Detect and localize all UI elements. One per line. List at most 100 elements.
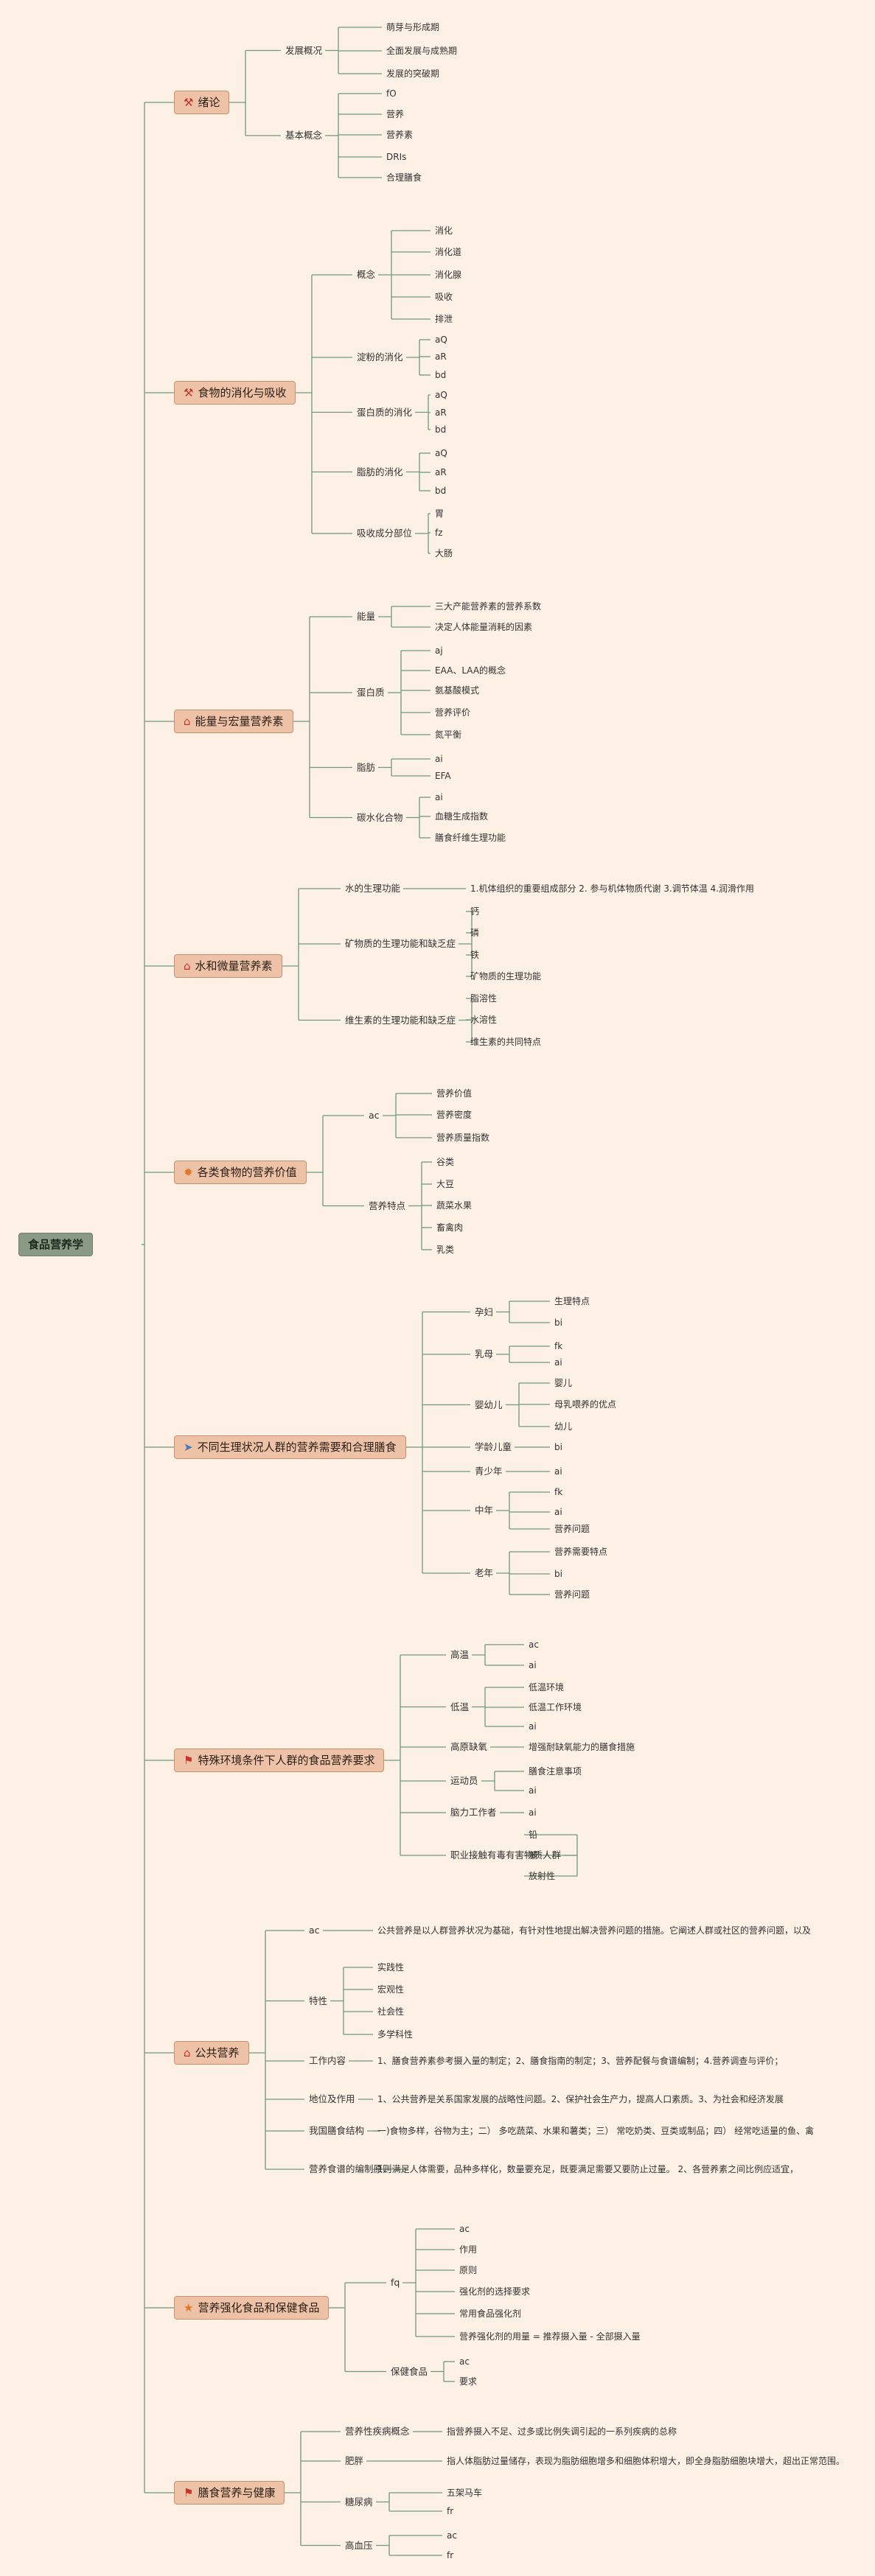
- leaf-node[interactable]: 萌芽与形成期: [386, 21, 439, 34]
- leaf-node[interactable]: 排泄: [435, 312, 453, 326]
- category-2-2[interactable]: 淀粉的消化: [357, 351, 403, 364]
- leaf-node[interactable]: 实践性: [377, 1961, 404, 1974]
- leaf-node[interactable]: 大肠: [435, 547, 453, 560]
- category-7-6[interactable]: 职业接触有毒有害物质人群: [450, 1849, 561, 1862]
- leaf-node[interactable]: 脂溶性: [470, 992, 497, 1005]
- category-6-3[interactable]: 婴幼儿: [475, 1399, 503, 1412]
- leaf-node[interactable]: 要求: [459, 2375, 477, 2388]
- category-7-4[interactable]: 运动员: [450, 1774, 478, 1788]
- leaf-node[interactable]: 放射性: [529, 1869, 555, 1883]
- leaf-node[interactable]: 水溶性: [470, 1013, 497, 1026]
- category-8-3[interactable]: 工作内容: [309, 2054, 346, 2068]
- leaf-node[interactable]: ac: [447, 2529, 457, 2542]
- category-3-4[interactable]: 碳水化合物: [357, 811, 403, 825]
- leaf-node[interactable]: fO: [386, 87, 397, 100]
- category-4-2[interactable]: 矿物质的生理功能和缺乏症: [345, 937, 456, 951]
- category-2-1[interactable]: 概念: [357, 268, 375, 281]
- leaf-node[interactable]: 磷: [470, 926, 479, 939]
- leaf-node[interactable]: 蔬菜水果: [436, 1199, 472, 1212]
- leaf-node[interactable]: aQ: [435, 447, 447, 460]
- leaf-node[interactable]: 合理膳食: [386, 171, 422, 184]
- leaf-node[interactable]: bi: [554, 1567, 562, 1581]
- category-1-1[interactable]: 发展概况: [285, 44, 322, 57]
- leaf-node[interactable]: 胃: [435, 507, 444, 520]
- category-3-1[interactable]: 能量: [357, 610, 375, 623]
- leaf-node[interactable]: 低温工作环境: [529, 1701, 582, 1714]
- leaf-node[interactable]: ac: [459, 2222, 470, 2236]
- leaf-node[interactable]: fk: [554, 1485, 562, 1499]
- leaf-node[interactable]: 生理特点: [554, 1295, 590, 1308]
- leaf-node[interactable]: bd: [435, 484, 446, 497]
- leaf-node[interactable]: bd: [435, 423, 446, 436]
- leaf-node[interactable]: 营养强化剂的用量 = 推荐摄入量 - 全部摄入量: [459, 2330, 641, 2343]
- leaf-node[interactable]: aQ: [435, 333, 447, 346]
- leaf-node[interactable]: 畜禽肉: [436, 1221, 463, 1234]
- leaf-node[interactable]: 钙: [470, 905, 479, 918]
- topic-9[interactable]: ★营养强化食品和保健食品: [174, 2296, 330, 2320]
- leaf-node[interactable]: 氮平衡: [435, 728, 461, 741]
- category-6-5[interactable]: 青少年: [475, 1465, 503, 1478]
- root-topic[interactable]: 食品营养学: [18, 1233, 94, 1256]
- leaf-node[interactable]: 铅: [529, 1828, 537, 1841]
- category-6-2[interactable]: 乳母: [475, 1348, 493, 1361]
- category-8-5[interactable]: 我国膳食结构: [309, 2124, 364, 2138]
- leaf-node[interactable]: 发展的突破期: [386, 67, 439, 80]
- leaf-node[interactable]: 原则: [459, 2264, 477, 2277]
- leaf-node[interactable]: bi: [554, 1441, 562, 1454]
- topic-5[interactable]: ✹各类食物的营养价值: [174, 1161, 307, 1184]
- topic-2[interactable]: ⚒食物的消化与吸收: [174, 381, 296, 405]
- leaf-node[interactable]: 常用食品强化剂: [459, 2307, 521, 2320]
- category-3-3[interactable]: 脂肪: [357, 761, 375, 774]
- leaf-node[interactable]: 消化道: [435, 245, 461, 259]
- leaf-node[interactable]: 婴儿: [554, 1376, 572, 1390]
- category-7-3[interactable]: 高原缺氧: [450, 1740, 487, 1754]
- leaf-node[interactable]: fr: [447, 2549, 453, 2562]
- leaf-node[interactable]: 五架马车: [447, 2486, 482, 2499]
- leaf-node[interactable]: 营养素: [386, 128, 413, 141]
- topic-3[interactable]: ⌂能量与宏量营养素: [174, 710, 293, 733]
- topic-4[interactable]: ⌂水和微量营养素: [174, 954, 282, 978]
- leaf-node[interactable]: 消化腺: [435, 268, 461, 281]
- leaf-node[interactable]: 血糖生成指数: [435, 810, 488, 823]
- leaf-node[interactable]: 膳食注意事项: [529, 1765, 582, 1778]
- leaf-node[interactable]: ac: [459, 2355, 470, 2368]
- leaf-node[interactable]: ac: [529, 1638, 539, 1651]
- leaf-node[interactable]: 三大产能营养素的营养系数: [435, 600, 541, 613]
- leaf-node[interactable]: 维生素的共同特点: [470, 1035, 541, 1049]
- topic-6[interactable]: ➤不同生理状况人群的营养需要和合理膳食: [174, 1435, 406, 1459]
- leaf-node[interactable]: ai: [529, 1659, 537, 1672]
- leaf-node[interactable]: 幼儿: [554, 1420, 572, 1433]
- category-10-4[interactable]: 高血压: [345, 2539, 373, 2552]
- category-6-6[interactable]: 中年: [475, 1504, 493, 1517]
- leaf-node[interactable]: bd: [435, 368, 446, 382]
- leaf-node[interactable]: 1、膳食营养素参考摄入量的制定；2、膳食指南的制定；3、营养配餐与食谱编制；4.…: [377, 2054, 846, 2068]
- leaf-node[interactable]: 营养价值: [436, 1087, 472, 1100]
- leaf-node[interactable]: 一)食物多样，谷物为主；二） 多吃蔬菜、水果和薯类；三） 常吃奶类、豆类或制品；…: [377, 2124, 846, 2138]
- topic-7[interactable]: ⚑特殊环境条件下人群的食品营养要求: [174, 1749, 385, 1772]
- topic-8[interactable]: ⌂公共营养: [174, 2041, 249, 2065]
- category-7-2[interactable]: 低温: [450, 1701, 469, 1714]
- leaf-node[interactable]: 氨基酸模式: [435, 684, 479, 697]
- category-3-2[interactable]: 蛋白质: [357, 686, 385, 699]
- leaf-node[interactable]: 营养: [386, 108, 404, 121]
- leaf-node[interactable]: ai: [529, 1806, 537, 1819]
- leaf-node[interactable]: ai: [554, 1465, 562, 1478]
- leaf-node[interactable]: 宏观性: [377, 1983, 404, 1996]
- category-10-3[interactable]: 糖尿病: [345, 2496, 373, 2509]
- leaf-node[interactable]: 指人体脂肪过量储存，表现为脂肪细胞增多和细胞体积增大，即全身脂肪细胞块增大，超出…: [447, 2454, 846, 2468]
- category-4-1[interactable]: 水的生理功能: [345, 882, 400, 895]
- leaf-node[interactable]: 社会性: [377, 2005, 404, 2018]
- leaf-node[interactable]: 营养问题: [554, 1522, 590, 1536]
- category-2-4[interactable]: 脂肪的消化: [357, 466, 403, 479]
- leaf-node[interactable]: 膳食纤维生理功能: [435, 831, 506, 844]
- leaf-node[interactable]: ai: [554, 1505, 562, 1519]
- leaf-node[interactable]: aR: [435, 466, 447, 479]
- category-2-5[interactable]: 吸收成分部位: [357, 527, 412, 540]
- category-6-1[interactable]: 孕妇: [475, 1306, 493, 1319]
- category-5-1[interactable]: ac: [369, 1109, 380, 1122]
- leaf-node[interactable]: 决定人体能量消耗的因素: [435, 620, 532, 634]
- leaf-node[interactable]: 全面发展与成熟期: [386, 44, 457, 57]
- category-4-3[interactable]: 维生素的生理功能和缺乏症: [345, 1014, 456, 1027]
- leaf-node[interactable]: aQ: [435, 388, 447, 402]
- leaf-node[interactable]: 营养评价: [435, 706, 470, 719]
